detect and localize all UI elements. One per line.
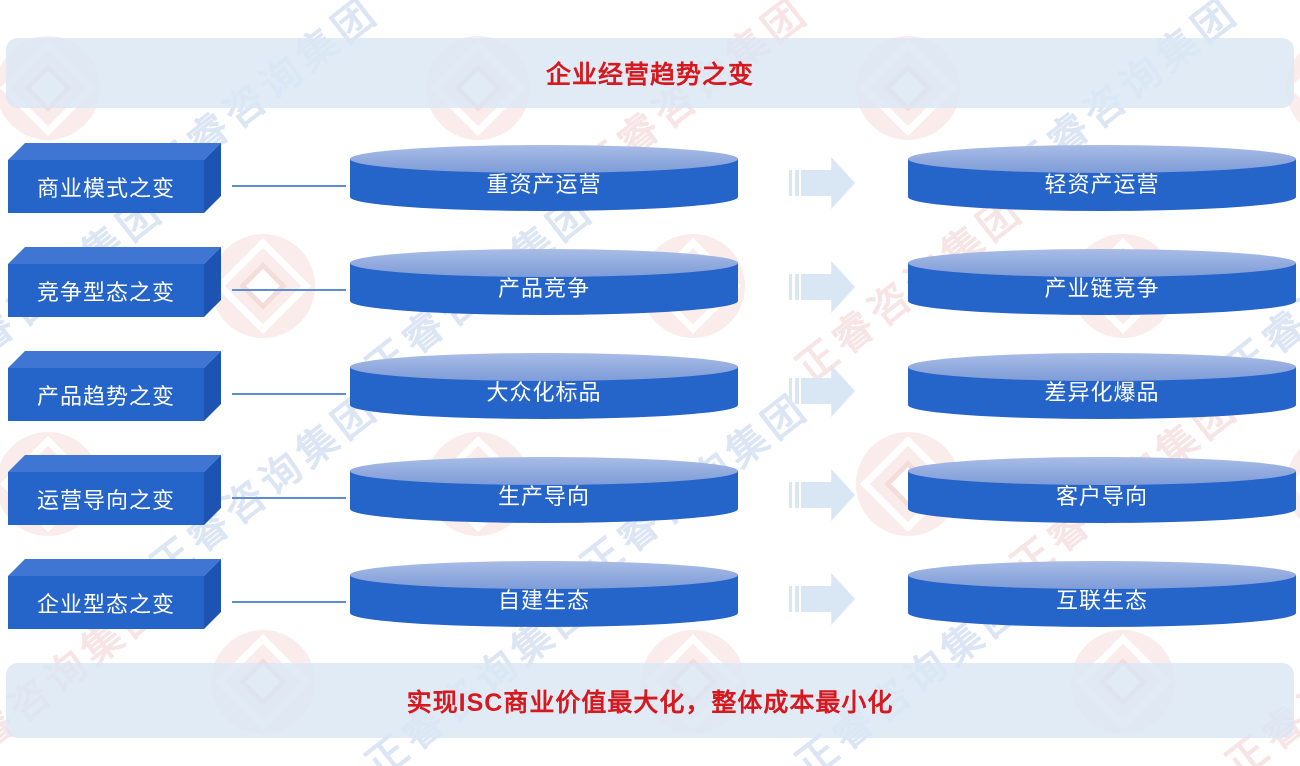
to-cylinder: 客户导向 xyxy=(908,457,1296,523)
to-cylinder: 轻资产运营 xyxy=(908,145,1296,211)
cylinder-top xyxy=(908,145,1296,173)
connector-line xyxy=(232,393,346,395)
from-cylinder: 生产导向 xyxy=(350,457,738,523)
to-label: 产业链竞争 xyxy=(1044,276,1160,301)
connector-line xyxy=(232,185,346,187)
connector-line xyxy=(232,497,346,499)
category-label: 企业型态之变 xyxy=(36,591,175,617)
trend-row: 产品趋势之变 大众化标品 差异化爆品 xyxy=(0,351,1300,421)
title-banner: 企业经营趋势之变 xyxy=(6,38,1294,108)
cylinder-top xyxy=(908,561,1296,589)
cylinder-top xyxy=(350,145,738,173)
category-label: 运营导向之变 xyxy=(36,487,175,513)
trend-row: 运营导向之变 生产导向 客户导向 xyxy=(0,455,1300,525)
box-top-face xyxy=(8,559,221,576)
arrow-right-icon xyxy=(789,365,855,417)
cylinder-top xyxy=(908,353,1296,381)
to-label: 差异化爆品 xyxy=(1044,380,1160,405)
box-top-face xyxy=(8,455,221,472)
from-label: 大众化标品 xyxy=(486,380,602,405)
category-box: 运营导向之变 xyxy=(8,455,230,525)
from-cylinder: 自建生态 xyxy=(350,561,738,627)
box-front-face: 商业模式之变 xyxy=(8,160,204,213)
page-title: 企业经营趋势之变 xyxy=(545,61,754,89)
footer-banner: 实现ISC商业价值最大化，整体成本最小化 xyxy=(6,663,1294,738)
box-front-face: 企业型态之变 xyxy=(8,576,204,629)
from-label: 产品竞争 xyxy=(497,276,590,301)
from-cylinder: 大众化标品 xyxy=(350,353,738,419)
category-box: 产品趋势之变 xyxy=(8,351,230,421)
category-label: 产品趋势之变 xyxy=(36,383,175,409)
to-label: 互联生态 xyxy=(1055,588,1148,613)
cylinder-top xyxy=(350,353,738,381)
arrow-right-icon xyxy=(789,469,855,521)
to-cylinder: 互联生态 xyxy=(908,561,1296,627)
to-label: 客户导向 xyxy=(1055,484,1148,509)
from-label: 生产导向 xyxy=(497,484,590,509)
from-label: 重资产运营 xyxy=(486,172,602,197)
cylinder-top xyxy=(350,561,738,589)
cylinder-top xyxy=(350,457,738,485)
category-box: 商业模式之变 xyxy=(8,143,230,213)
arrow-right-icon xyxy=(789,573,855,625)
footer-text: 实现ISC商业价值最大化，整体成本最小化 xyxy=(406,688,894,717)
connector-line xyxy=(232,289,346,291)
from-cylinder: 产品竞争 xyxy=(350,249,738,315)
to-cylinder: 产业链竞争 xyxy=(908,249,1296,315)
box-top-face xyxy=(8,143,221,160)
connector-line xyxy=(232,601,346,603)
trend-row: 企业型态之变 自建生态 互联生态 xyxy=(0,559,1300,629)
box-top-face xyxy=(8,351,221,368)
from-label: 自建生态 xyxy=(497,588,590,613)
cylinder-top xyxy=(908,457,1296,485)
to-cylinder: 差异化爆品 xyxy=(908,353,1296,419)
trend-row: 竞争型态之变 产品竞争 产业链竞争 xyxy=(0,247,1300,317)
category-label: 商业模式之变 xyxy=(36,175,175,201)
trend-row: 商业模式之变 重资产运营 轻资产运营 xyxy=(0,143,1300,213)
from-cylinder: 重资产运营 xyxy=(350,145,738,211)
box-front-face: 产品趋势之变 xyxy=(8,368,204,421)
to-label: 轻资产运营 xyxy=(1044,172,1160,197)
box-top-face xyxy=(8,247,221,264)
arrow-right-icon xyxy=(789,261,855,313)
category-box: 企业型态之变 xyxy=(8,559,230,629)
category-label: 竞争型态之变 xyxy=(36,279,175,305)
box-front-face: 竞争型态之变 xyxy=(8,264,204,317)
arrow-right-icon xyxy=(789,157,855,209)
box-front-face: 运营导向之变 xyxy=(8,472,204,525)
category-box: 竞争型态之变 xyxy=(8,247,230,317)
